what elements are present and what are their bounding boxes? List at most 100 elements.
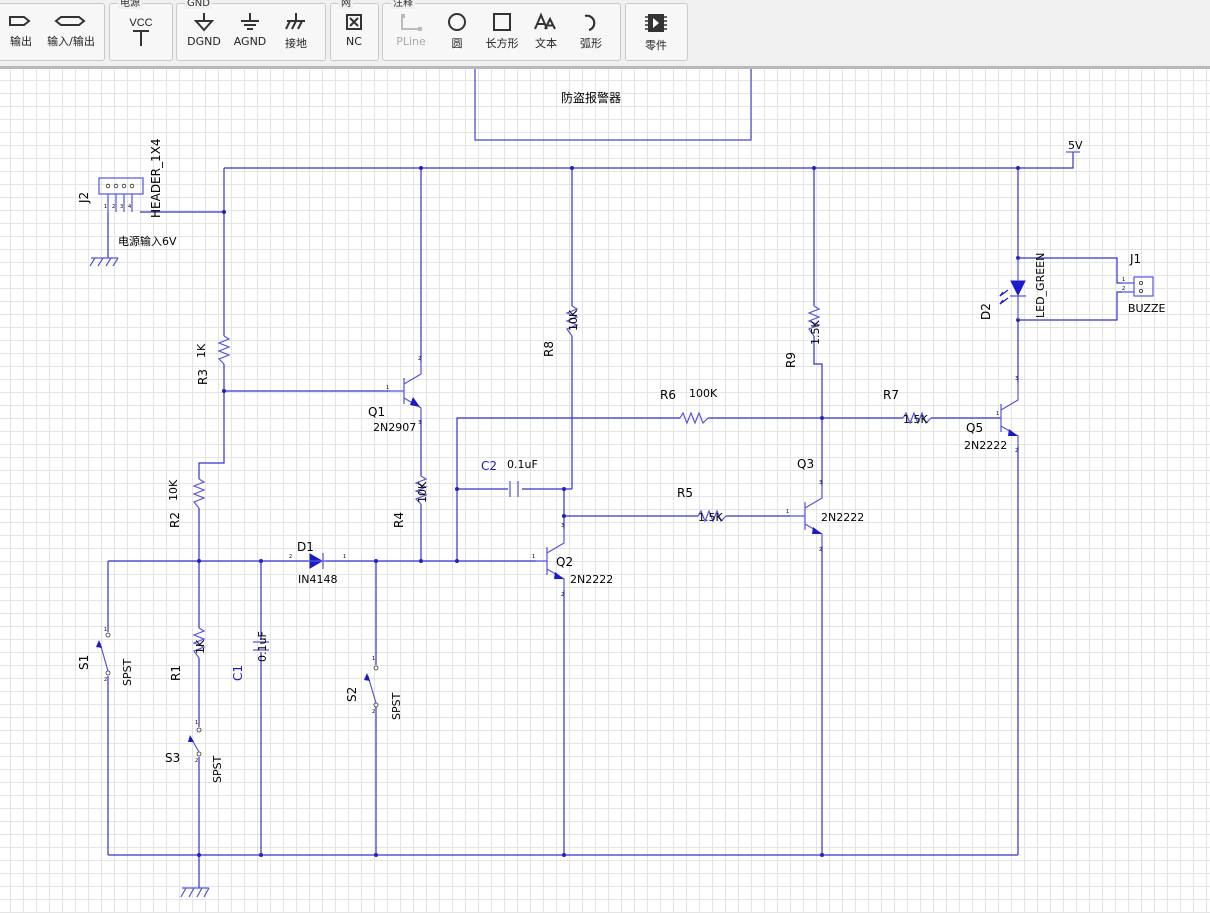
Q1-transistor[interactable]: 123 Q1 2N2907 bbox=[368, 356, 422, 434]
agnd-tool-label: AGND bbox=[233, 35, 267, 48]
R9-ref: R9 bbox=[784, 352, 798, 368]
R8-resistor[interactable]: R8 10K bbox=[542, 305, 580, 357]
dgnd-tool[interactable]: DGND bbox=[183, 12, 225, 58]
R1-value: 1K bbox=[194, 639, 207, 654]
dgnd-icon bbox=[193, 13, 215, 32]
svg-text:1: 1 bbox=[532, 554, 535, 560]
R6-resistor[interactable]: R6 100K bbox=[660, 387, 718, 425]
text-tool[interactable]: 文本 bbox=[528, 12, 564, 58]
toolbar-group-net: 网 NC bbox=[330, 0, 379, 61]
toolbar-group-power: 电源 VCC bbox=[109, 0, 173, 62]
rect-icon bbox=[493, 13, 511, 31]
annot-group-label: 注释 bbox=[391, 0, 415, 9]
R7-ref: R7 bbox=[883, 388, 899, 402]
junction-dots bbox=[197, 166, 1020, 857]
text-tool-label: 文本 bbox=[535, 37, 557, 50]
svg-text:2: 2 bbox=[418, 356, 421, 362]
R7-resistor[interactable]: R7 1.5K bbox=[883, 388, 932, 426]
svg-text:2: 2 bbox=[112, 204, 115, 210]
Q2-ref: Q2 bbox=[556, 555, 573, 569]
Q5-value: 2N2222 bbox=[964, 439, 1007, 452]
wires[interactable] bbox=[107, 152, 1122, 888]
part-tool[interactable]: 零件 bbox=[636, 12, 676, 58]
svg-text:2: 2 bbox=[289, 554, 292, 560]
vcc-tool[interactable]: VCC bbox=[122, 16, 160, 62]
C1-capacitor[interactable]: C1 0.1uF bbox=[231, 631, 269, 681]
pline-tool[interactable]: PLine bbox=[391, 12, 431, 58]
D2-led[interactable]: D2 LED_GREEN bbox=[979, 253, 1047, 320]
pline-icon bbox=[401, 14, 422, 31]
svg-text:3: 3 bbox=[418, 420, 421, 426]
svg-text:1: 1 bbox=[996, 411, 999, 417]
toolbar-border bbox=[0, 66, 1210, 69]
schematic-canvas[interactable]: 防盗报警器 bbox=[0, 69, 1210, 913]
svg-text:1: 1 bbox=[195, 720, 198, 726]
svg-text:2: 2 bbox=[1122, 286, 1125, 292]
ground-tool-label: 接地 bbox=[285, 37, 307, 50]
S3-value: SPST bbox=[211, 755, 224, 783]
Q2-value: 2N2222 bbox=[570, 573, 613, 586]
R1-resistor[interactable]: R1 1K bbox=[169, 627, 207, 681]
gnd-group-label: GND bbox=[185, 0, 212, 9]
circle-tool[interactable]: 圆 bbox=[439, 12, 475, 58]
S1-switch[interactable]: 12 S1 SPST bbox=[77, 627, 134, 686]
R2-resistor[interactable]: R2 10K bbox=[167, 478, 206, 528]
agnd-tool[interactable]: AGND bbox=[229, 12, 271, 58]
R6-value: 100K bbox=[689, 387, 718, 400]
R7-value: 1.5K bbox=[903, 413, 928, 426]
vcc-5v-symbol[interactable]: 5V bbox=[1066, 139, 1083, 153]
ground-icon bbox=[285, 13, 305, 30]
arc-tool[interactable]: 弧形 bbox=[572, 12, 610, 58]
S3-switch[interactable]: 1 2 S3 SPST bbox=[165, 720, 224, 783]
svg-text:2: 2 bbox=[195, 758, 198, 764]
Q3-ref: Q3 bbox=[797, 457, 814, 471]
inout-tool[interactable]: 输入/输出 bbox=[43, 12, 99, 58]
ground-tool[interactable]: 接地 bbox=[275, 12, 317, 58]
Q1-ref: Q1 bbox=[368, 405, 385, 419]
R3-resistor[interactable]: R3 1K bbox=[195, 335, 231, 385]
title-block[interactable]: 防盗报警器 bbox=[474, 69, 752, 141]
Q3-transistor[interactable]: 132 Q3 2N2222 bbox=[786, 457, 864, 553]
part-icon bbox=[645, 14, 667, 32]
C1-ref: C1 bbox=[231, 665, 245, 681]
S2-ref: S2 bbox=[345, 687, 359, 702]
schematic: 防盗报警器 bbox=[77, 69, 1165, 898]
ground-symbol-j2[interactable] bbox=[89, 257, 119, 267]
nc-tool[interactable]: NC bbox=[335, 12, 373, 58]
J1-buzzer[interactable]: 12 J1 BUZZE bbox=[1122, 252, 1165, 315]
S1-value: SPST bbox=[121, 658, 134, 686]
S3-ref: S3 bbox=[165, 751, 180, 765]
output-tool[interactable]: 输出 bbox=[3, 12, 39, 58]
schematic-title: 防盗报警器 bbox=[561, 90, 621, 105]
R2-ref: R2 bbox=[168, 512, 182, 528]
C1-value: 0.1uF bbox=[256, 631, 269, 662]
supply-label: 5V bbox=[1068, 139, 1083, 152]
rect-tool-label: 长方形 bbox=[485, 37, 519, 50]
agnd-icon bbox=[241, 13, 259, 30]
Q5-transistor[interactable]: 132 Q5 2N2222 bbox=[964, 376, 1019, 454]
part-tool-label: 零件 bbox=[645, 39, 667, 52]
svg-text:3: 3 bbox=[561, 523, 564, 529]
J2-ref: J2 bbox=[77, 192, 91, 204]
rect-tool[interactable]: 长方形 bbox=[482, 12, 522, 58]
R2-value: 10K bbox=[167, 479, 180, 501]
C2-capacitor[interactable]: C2 0.1uF bbox=[481, 458, 538, 497]
R6-ref: R6 bbox=[660, 388, 676, 402]
R9-value: 1.5K bbox=[809, 320, 822, 345]
output-icon bbox=[9, 16, 31, 26]
inout-icon bbox=[54, 16, 86, 26]
svg-text:1: 1 bbox=[104, 204, 107, 210]
R4-resistor[interactable]: R4 10K bbox=[392, 475, 429, 528]
R9-resistor[interactable]: R9 1.5K bbox=[784, 305, 822, 368]
R8-ref: R8 bbox=[542, 341, 556, 357]
svg-text:3: 3 bbox=[120, 204, 123, 210]
ground-symbol-main[interactable] bbox=[180, 887, 210, 898]
S2-switch[interactable]: 12 S2 SPST bbox=[345, 656, 403, 720]
Q2-transistor[interactable]: 132 Q2 2N2222 bbox=[532, 523, 613, 598]
D1-ref: D1 bbox=[297, 540, 314, 554]
R5-resistor[interactable]: R5 1.5K bbox=[677, 486, 727, 524]
R3-value: 1K bbox=[195, 343, 208, 358]
toolbar-group-gnd: GND DGND AGND 接地 bbox=[176, 0, 326, 61]
